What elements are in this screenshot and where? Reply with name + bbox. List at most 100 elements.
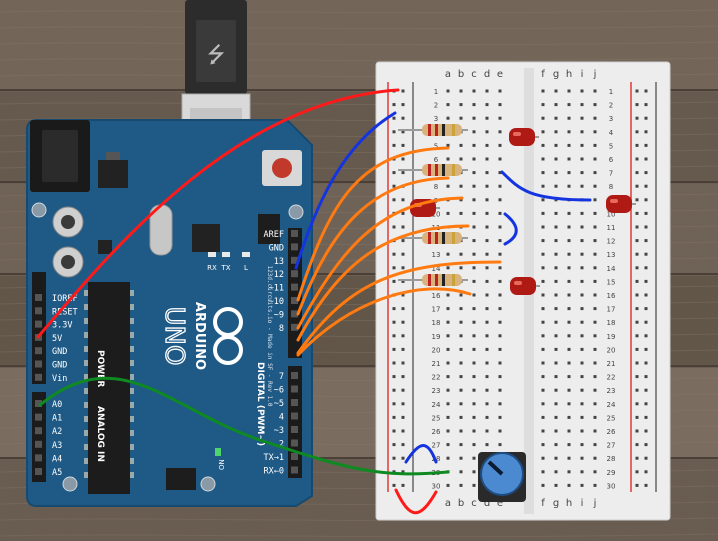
rail-hole [644,225,648,229]
digital-pin-label: ~3 [274,426,284,436]
breadboard-hole [498,307,502,311]
chip-pin [84,332,88,338]
breadboard-hole [541,429,545,433]
breadboard-hole [485,211,489,215]
column-letter: d [484,498,490,509]
chip-pin [84,472,88,478]
rail-hole [392,388,396,392]
analog-pin-pin [35,440,42,448]
breadboard-hole [554,483,558,487]
breadboard-hole [446,334,450,338]
rail-hole [644,252,648,256]
breadboard-hole [580,266,584,270]
breadboard-hole [567,415,571,419]
breadboard-hole [472,157,476,161]
breadboard-hole [554,89,558,93]
breadboard-hole [472,252,476,256]
breadboard-hole [498,225,502,229]
breadboard-hole [554,279,558,283]
column-letter: b [458,69,464,80]
digital-pin-pin [291,385,298,393]
row-number: 20 [432,346,441,354]
breadboard-hole [580,157,584,161]
rail-hole [401,483,405,487]
rail-hole [635,429,639,433]
rail-hole [635,402,639,406]
indicator-led-tx [222,252,230,257]
row-number: 17 [607,306,616,314]
chip-pin [84,346,88,352]
breadboard-hole [459,388,463,392]
rail-hole [635,415,639,419]
rail-hole [644,184,648,188]
breadboard-hole [554,184,558,188]
analog-pin-pin [35,427,42,435]
breadboard-hole [593,184,597,188]
analog-pin-label: A3 [52,441,62,451]
resistor-band [452,274,455,286]
breadboard-hole [472,361,476,365]
breadboard-hole [580,375,584,379]
wire-pin9-orange [296,260,502,355]
breadboard-hole [541,239,545,243]
breadboard-hole [580,143,584,147]
breadboard-hole [498,157,502,161]
rail-hole [401,157,405,161]
row-number: 10 [432,210,441,218]
chip-pin [84,388,88,394]
rail-hole [392,375,396,379]
row-number: 21 [432,360,441,368]
power-pin-label: RESET [52,307,78,317]
digital-header-lower [288,366,302,478]
column-letter: c [471,498,477,509]
resistor-band [452,164,455,176]
breadboard-hole [498,266,502,270]
breadboard-hole [472,184,476,188]
rail-hole [392,443,396,447]
rail-hole [392,361,396,365]
chip-pin [84,360,88,366]
row-number: 4 [609,129,614,137]
breadboard-hole [485,143,489,147]
breadboard-hole [541,252,545,256]
rail-hole [401,456,405,460]
analog-pin-pin [35,400,42,407]
indicator-label-tx: TX [220,264,230,272]
rail-hole [635,483,639,487]
wire-pin8-orange [296,287,472,357]
breadboard-hole [541,103,545,107]
breadboard-hole [567,89,571,93]
breadboard-hole [498,252,502,256]
power-pin-label: 5V [52,334,62,344]
rail-hole [392,279,396,283]
digital-pin-label: 2 [279,440,284,450]
rail-hole [392,266,396,270]
row-number: 8 [434,183,438,191]
digital-pin-label: 4 [279,413,284,423]
row-number: 18 [607,319,616,327]
breadboard-hole [446,388,450,392]
resistor-band [428,232,431,244]
breadboard-hole [459,184,463,188]
breadboard-hole [554,171,558,175]
analog-pin-label: A0 [52,400,62,410]
digital-pin-label: ~10 [269,297,284,307]
breadboard-hole [485,375,489,379]
breadboard-hole [485,388,489,392]
digital-pin-pin [291,412,298,420]
breadboard-hole [593,143,597,147]
breadboard-hole [498,347,502,351]
breadboard-hole [485,320,489,324]
breadboard-hole [554,320,558,324]
rail-hole [644,89,648,93]
breadboard-hole [472,320,476,324]
rail-hole [644,171,648,175]
breadboard-hole [446,157,450,161]
rail-hole [644,456,648,460]
breadboard-hole [446,347,450,351]
digital-pin-label: 7 [279,372,284,382]
breadboard-hole [472,211,476,215]
breadboard-hole [541,402,545,406]
icsp-header [258,214,280,244]
rail-hole [644,279,648,283]
